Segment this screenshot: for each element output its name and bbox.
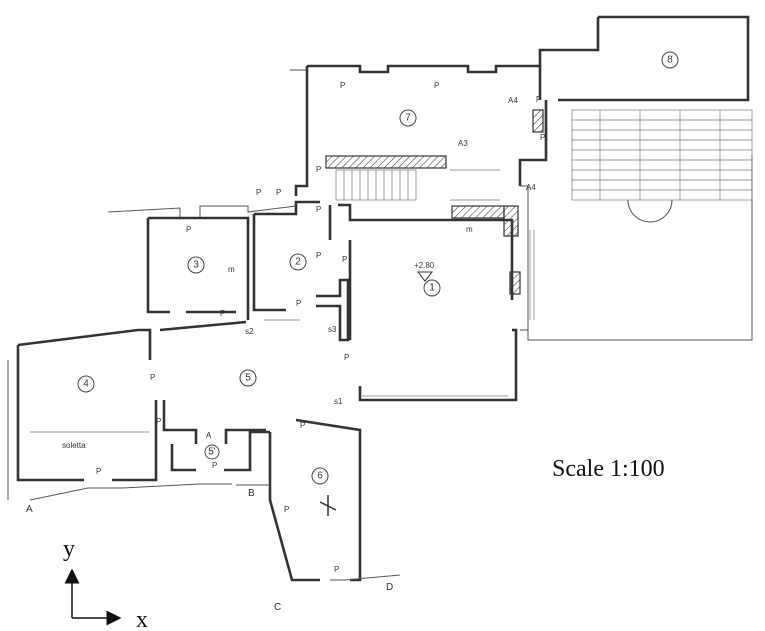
room-8-circle <box>661 51 679 69</box>
room-6-label: 6 <box>317 471 323 482</box>
room-3-circle <box>187 256 205 274</box>
scale-label: Scale 1:100 <box>552 456 665 482</box>
axes-indicator: y x <box>63 536 148 631</box>
svg-text:A: A <box>206 431 212 440</box>
svg-text:P: P <box>540 133 545 142</box>
svg-text:P: P <box>434 81 439 90</box>
room-1-circle <box>423 279 441 297</box>
svg-text:m: m <box>228 265 235 274</box>
svg-text:P: P <box>334 565 339 574</box>
small-markers: P P P P P P P P P P P P P P P P P P P P … <box>62 81 545 574</box>
svg-text:P: P <box>150 373 155 382</box>
room-numbers: 1 2 3 4 5 5' 6 7 8 <box>77 51 679 485</box>
room-6-circle <box>311 467 329 485</box>
section-letters: A B C D <box>26 488 393 613</box>
room-7-circle <box>399 109 417 127</box>
svg-text:A4: A4 <box>526 183 536 192</box>
svg-text:D: D <box>386 582 393 593</box>
svg-text:P: P <box>186 225 191 234</box>
room-5b-circle <box>204 444 220 460</box>
svg-text:P: P <box>536 95 541 104</box>
svg-text:P: P <box>316 165 321 174</box>
x-axis-label: x <box>136 607 148 631</box>
svg-text:P: P <box>296 299 301 308</box>
interior-lines <box>30 109 753 433</box>
room-4-circle <box>77 375 95 393</box>
svg-text:P: P <box>284 505 289 514</box>
svg-text:P: P <box>276 188 281 197</box>
room-7-label: 7 <box>405 113 411 124</box>
svg-text:s3: s3 <box>328 325 337 334</box>
room-1-label: 1 <box>429 283 435 294</box>
svg-text:P: P <box>96 467 101 476</box>
room-8-label: 8 <box>667 55 673 66</box>
svg-text:C: C <box>274 602 281 613</box>
svg-text:P: P <box>340 81 345 90</box>
y-axis-label: y <box>63 536 75 562</box>
svg-text:P: P <box>316 205 321 214</box>
svg-text:P: P <box>220 309 225 318</box>
svg-text:P: P <box>212 461 217 470</box>
room-2-circle <box>289 253 307 271</box>
staircase-center <box>335 169 500 201</box>
exterior-walls <box>7 15 753 582</box>
room-2-label: 2 <box>295 257 301 268</box>
svg-text:P: P <box>300 421 305 430</box>
svg-text:+2.80: +2.80 <box>414 261 435 270</box>
svg-text:P: P <box>342 255 347 264</box>
room-5-label: 5 <box>245 373 251 384</box>
svg-text:B: B <box>248 488 255 499</box>
svg-text:P: P <box>344 353 349 362</box>
room-3-label: 3 <box>193 260 199 271</box>
svg-text:soletta: soletta <box>62 441 86 450</box>
svg-text:A3: A3 <box>458 139 468 148</box>
room-5-circle <box>239 369 257 387</box>
svg-text:A: A <box>26 504 33 515</box>
svg-text:m: m <box>466 225 473 234</box>
svg-text:P: P <box>316 251 321 260</box>
hatched-walls <box>325 109 544 295</box>
staircase-right <box>571 109 753 223</box>
room-5b-label: 5' <box>208 447 216 458</box>
room-4-label: 4 <box>83 379 89 390</box>
svg-text:s2: s2 <box>245 327 254 336</box>
svg-text:s1: s1 <box>334 397 343 406</box>
svg-text:P: P <box>256 188 261 197</box>
svg-text:A4: A4 <box>508 96 518 105</box>
svg-text:P: P <box>156 417 161 426</box>
